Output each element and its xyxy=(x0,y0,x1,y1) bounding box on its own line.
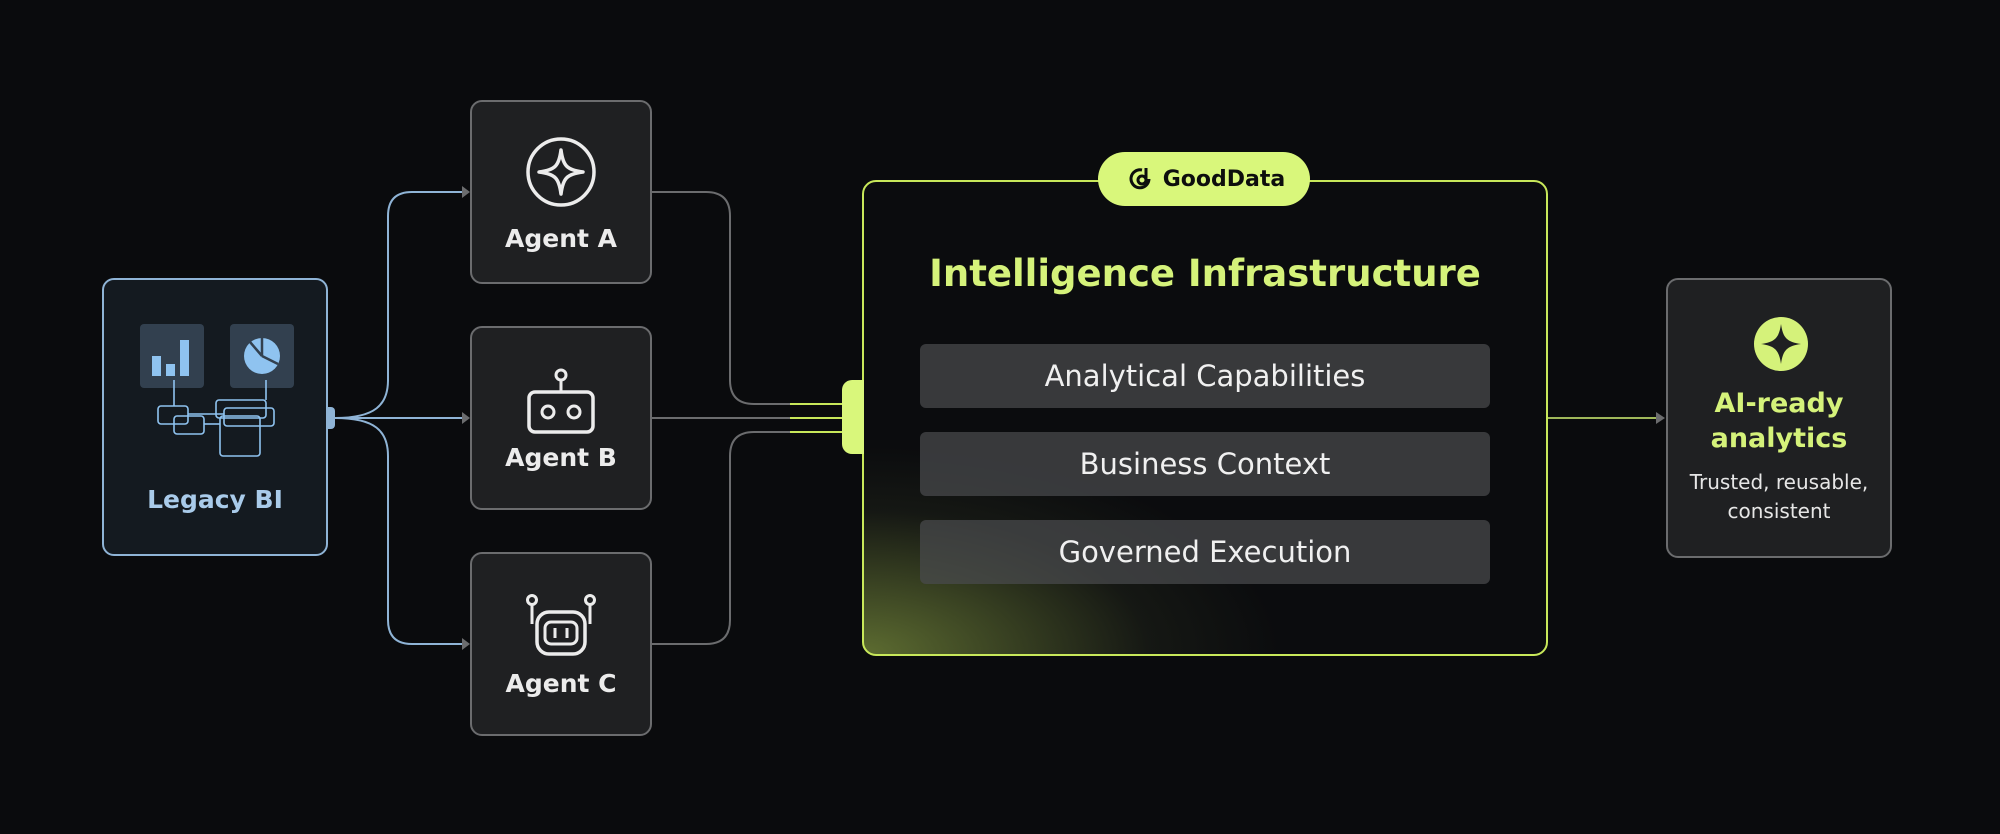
pie-chart-icon xyxy=(230,324,294,388)
arrowhead xyxy=(462,186,470,198)
connector-legacy-to-agent-c xyxy=(334,417,462,645)
diagram-network-icon xyxy=(157,380,275,457)
agent-a-label: Agent A xyxy=(505,224,617,253)
arrowhead xyxy=(462,412,470,424)
sparkle-circle-icon xyxy=(1754,317,1808,371)
connector-agent-a-to-infra xyxy=(652,191,842,405)
bar-chart-icon xyxy=(140,324,204,388)
output-subtitle: Trusted, reusable, consistent xyxy=(1668,468,1890,526)
capability-analytical: Analytical Capabilities xyxy=(920,344,1490,408)
infrastructure-connector-port xyxy=(842,380,864,454)
capability-governed-execution: Governed Execution xyxy=(920,520,1490,584)
connector-legacy-to-agent-a xyxy=(334,191,462,419)
agent-c-node: Agent C xyxy=(470,552,652,736)
infrastructure-title: Intelligence Infrastructure xyxy=(929,252,1481,295)
legacy-bi-label: Legacy BI xyxy=(147,485,283,514)
intelligence-infrastructure-panel: Intelligence Infrastructure Analytical C… xyxy=(862,180,1548,656)
sparkle-circle-icon xyxy=(526,137,596,207)
gooddata-logo-icon xyxy=(1129,168,1151,190)
output-title-line1: AI-ready xyxy=(1714,388,1844,419)
agent-b-node: Agent B xyxy=(470,326,652,510)
gooddata-brand-label: GoodData xyxy=(1162,166,1286,192)
legacy-bi-node: Legacy BI xyxy=(102,278,328,556)
legacy-bi-connector-port xyxy=(327,407,335,429)
agent-a-node: Agent A xyxy=(470,100,652,284)
robot-face-icon xyxy=(526,594,596,656)
ai-ready-analytics-node: AI-ready analytics Trusted, reusable, co… xyxy=(1666,278,1892,558)
connector-agent-c-to-infra xyxy=(652,431,842,645)
gooddata-badge: GoodData xyxy=(1098,152,1310,206)
agent-b-label: Agent B xyxy=(505,443,617,472)
output-title: AI-ready analytics xyxy=(1668,386,1890,456)
arrowhead xyxy=(1656,412,1665,424)
agent-c-label: Agent C xyxy=(505,669,617,698)
arrowhead xyxy=(462,638,470,650)
robot-antenna-icon xyxy=(527,368,595,434)
capability-business-context: Business Context xyxy=(920,432,1490,496)
output-subtitle-line1: Trusted, reusable, xyxy=(1689,470,1869,494)
output-title-line2: analytics xyxy=(1710,423,1848,454)
output-subtitle-line2: consistent xyxy=(1727,499,1831,523)
